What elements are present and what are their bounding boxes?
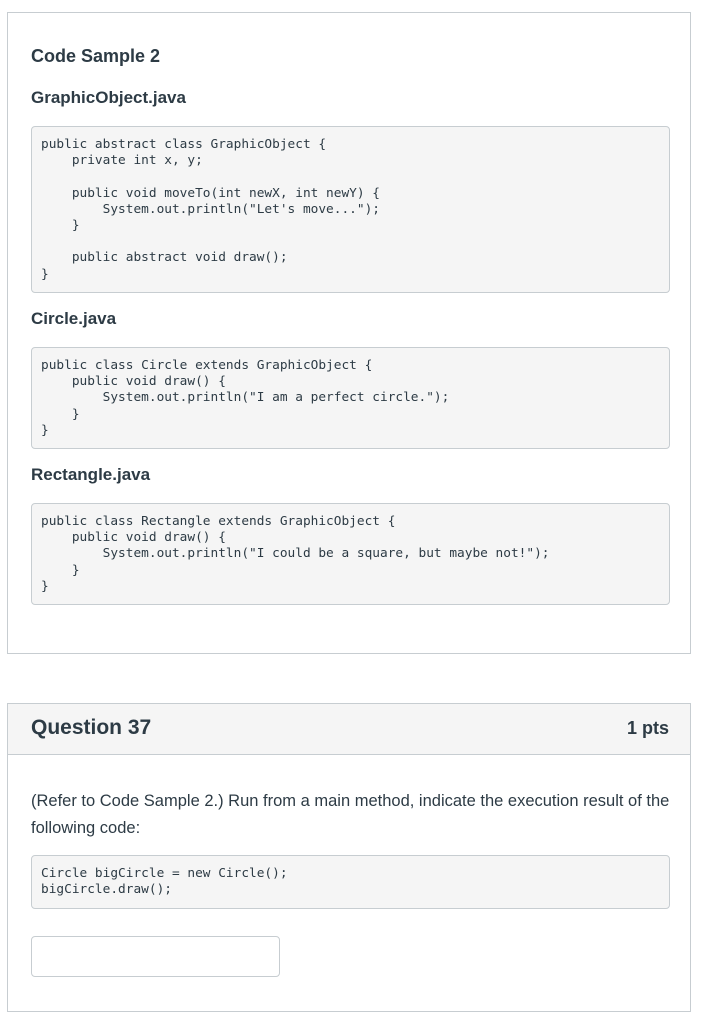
- code-line: public void draw() {: [41, 374, 226, 390]
- code-line: public class Circle extends GraphicObjec…: [41, 358, 373, 373]
- code-sample-title: Code Sample 2: [31, 46, 161, 66]
- code-line: public void draw() {: [41, 530, 226, 546]
- code-block-rectangle: public class Rectangle extends GraphicOb…: [31, 503, 670, 605]
- question-points: 1 pts: [626, 718, 669, 738]
- code-line: [41, 234, 660, 250]
- code-line: System.out.println("Let's move...");: [41, 201, 380, 217]
- code-line: }: [41, 406, 80, 422]
- code-line: System.out.println("I could be a square,…: [41, 546, 550, 562]
- code-block-circle: public class Circle extends GraphicObjec…: [31, 347, 670, 449]
- code-block-graphicobject: public abstract class GraphicObject { pr…: [31, 126, 670, 293]
- code-line: }: [41, 217, 80, 233]
- answer-input[interactable]: [31, 936, 280, 977]
- question-card: Question 37 1 pts (Refer to Code Sample …: [7, 703, 691, 1012]
- code-sample-card: Code Sample 2 GraphicObject.java public …: [7, 12, 691, 654]
- code-line: }: [41, 266, 49, 282]
- code-line: [41, 169, 660, 185]
- code-line: }: [41, 422, 49, 438]
- code-line: private int x, y;: [41, 153, 203, 169]
- file-name-circle: Circle.java: [31, 309, 117, 328]
- code-line: }: [41, 578, 49, 594]
- code-line: }: [41, 562, 80, 578]
- question-code-block: Circle bigCircle = new Circle();bigCircl…: [31, 855, 670, 909]
- code-line: Circle bigCircle = new Circle();: [41, 866, 288, 881]
- code-line: public void moveTo(int newX, int newY) {: [41, 185, 380, 201]
- code-line: System.out.println("I am a perfect circl…: [41, 390, 450, 406]
- question-title: Question 37: [31, 716, 152, 739]
- code-line: public class Rectangle extends GraphicOb…: [41, 514, 396, 529]
- question-text: (Refer to Code Sample 2.) Run from a mai…: [31, 792, 670, 837]
- question-header: Question 37 1 pts: [8, 704, 690, 755]
- file-name-rectangle: Rectangle.java: [31, 465, 151, 484]
- file-name-graphicobject: GraphicObject.java: [31, 88, 186, 107]
- code-line: bigCircle.draw();: [41, 882, 172, 898]
- code-line: public abstract void draw();: [41, 250, 288, 266]
- code-line: public abstract class GraphicObject {: [41, 137, 327, 152]
